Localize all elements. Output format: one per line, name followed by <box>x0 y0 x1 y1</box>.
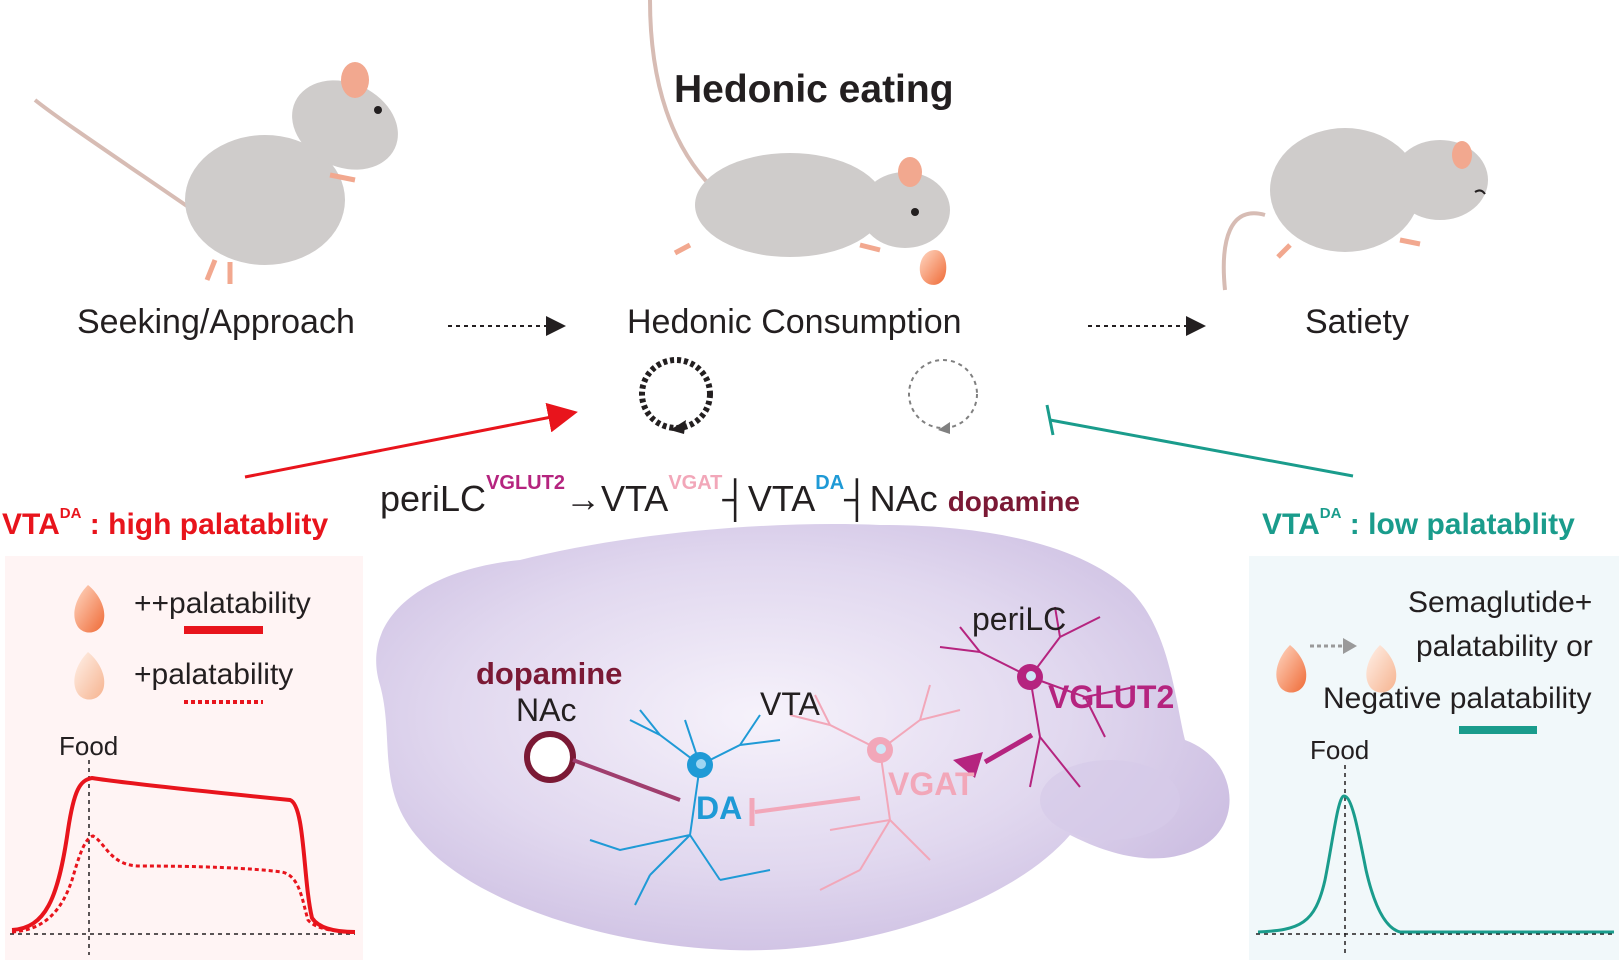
da-neuron-icon <box>589 709 781 906</box>
low-palatability-drop-icon <box>74 652 105 700</box>
circuit-arrow-vta: →VTA <box>564 478 669 519</box>
vgat-neuron-icon <box>789 684 961 891</box>
mouse-eating-icon <box>648 0 950 285</box>
weak-loop-icon <box>908 359 978 434</box>
legend-high-label: ++palatability <box>134 587 311 620</box>
right-panel-heading: VTADA : low palatablity <box>1262 505 1575 542</box>
left-panel-heading: VTADA : high palatablity <box>2 505 329 542</box>
nac-target-icon <box>524 731 576 783</box>
low-palatability-trace <box>11 834 356 934</box>
brain-vgat-label: VGAT <box>888 766 975 802</box>
left-heading-main: VTA <box>2 508 60 541</box>
drop-transition-arrowhead <box>1343 638 1357 654</box>
circuit-inhibit-2-icon: ┤ <box>844 478 870 519</box>
semaglutide-drop-icon <box>1276 645 1307 693</box>
brain-da-label: DA <box>696 790 743 826</box>
reduced-drop-icon <box>1366 645 1397 693</box>
circuit-vta: VTA <box>747 478 816 519</box>
circuit-inhibit-1-icon: ┤ <box>722 478 748 519</box>
diagram-title: Hedonic eating <box>674 68 954 111</box>
right-panel-background <box>1249 556 1619 960</box>
brain-vta-label: VTA <box>760 686 820 722</box>
brain-periLC-label: periLC <box>972 601 1067 637</box>
vgat-to-da-projection <box>754 796 861 814</box>
brain-dopamine-label: dopamine <box>476 656 623 691</box>
left-heading-sup: DA <box>59 505 82 522</box>
brain-nac-label: NAc <box>516 692 577 728</box>
right-heading-rest: : low palatablity <box>1341 508 1575 541</box>
legend-low-label: +palatability <box>134 658 294 691</box>
right-heading-sup: DA <box>1319 505 1342 522</box>
circuit-dopamine: dopamine <box>947 486 1080 517</box>
strong-loop-icon <box>639 357 713 434</box>
high-palatability-trace <box>11 775 356 934</box>
circuit-vglut2-sup: VGLUT2 <box>486 472 565 494</box>
circuit-vgat-sup: VGAT <box>668 472 723 494</box>
right-heading-main: VTA <box>1262 508 1320 541</box>
circuit-nac: NAc <box>869 478 938 519</box>
stage-consumption-label: Hedonic Consumption <box>627 303 962 341</box>
right-line2: palatability or <box>1416 630 1593 663</box>
high-palatability-arrow <box>244 402 578 479</box>
stage-seeking-label: Seeking/Approach <box>77 303 355 341</box>
circuit-formula: periLCVGLUT2→VTAVGAT┤VTADA ┤NAc dopamine <box>380 472 1080 520</box>
left-heading-rest: : high palatablity <box>81 508 329 541</box>
periLC-to-vgat-projection <box>983 732 1034 765</box>
right-line1: Semaglutide+ <box>1408 586 1593 619</box>
left-panel-background <box>5 556 363 960</box>
da-to-nac-projection <box>572 758 681 802</box>
mouse-satiety-icon <box>1221 128 1488 291</box>
mouse-seeking-icon <box>33 62 398 284</box>
right-line3: Negative palatability <box>1323 682 1592 715</box>
low-palatability-inhibition <box>1045 404 1354 478</box>
brain-vglut2-label: VGLUT2 <box>1048 679 1175 715</box>
stage-satiety-label: Satiety <box>1305 303 1409 341</box>
left-food-label: Food <box>59 731 119 761</box>
periLC-neuron-icon <box>939 606 1136 788</box>
circuit-da-sup: DA <box>815 472 845 494</box>
low-palatability-teal-trace <box>1257 794 1614 934</box>
right-food-label: Food <box>1310 735 1370 765</box>
brain-illustration <box>376 524 1230 951</box>
circuit-periLC: periLC <box>380 478 487 519</box>
periLC-excitation-arrowhead <box>953 752 983 778</box>
high-palatability-drop-icon <box>74 585 105 633</box>
